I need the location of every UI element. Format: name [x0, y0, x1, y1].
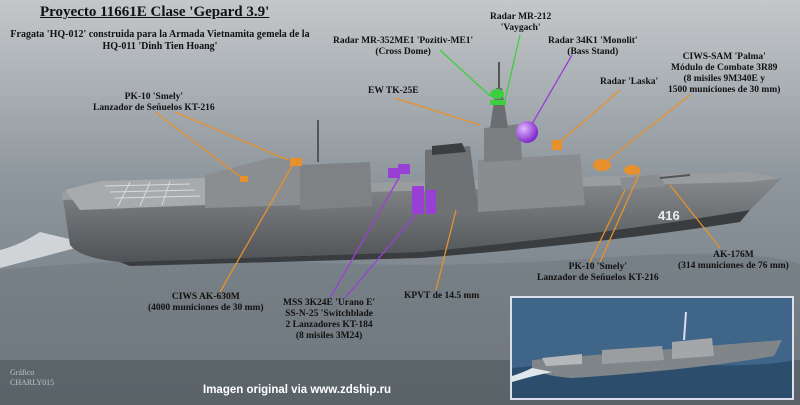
label-line: Radar 34K1 'Monolit' [548, 36, 638, 46]
line-ak176 [669, 184, 721, 249]
uran-launchers [388, 164, 436, 214]
signature-line: Gráfico [10, 368, 35, 377]
line-kpvt [435, 209, 457, 291]
wake [0, 232, 90, 268]
line-pk10-front-a [154, 111, 243, 179]
pk10-front-launcher [624, 165, 640, 175]
ak630-mount [290, 158, 302, 166]
label-line: CIWS-SAM 'Palma' [682, 52, 766, 62]
pk10-aft-launcher [240, 176, 248, 182]
label-line: 2 Lanzadores KT-184 [285, 320, 373, 330]
image-credit: Imagen original via www.zdship.ru [203, 384, 392, 396]
line-pk10-front-b [174, 111, 289, 161]
line-34k1 [531, 54, 573, 125]
label-line: Radar MR-212 [490, 12, 552, 22]
line-mr212 [504, 34, 521, 101]
label-line: Radar MR-352ME1 'Pozitiv-ME1' [333, 36, 474, 46]
waterline [120, 210, 750, 266]
inset-superstructure [602, 346, 664, 364]
ak176-barrel [659, 174, 691, 179]
mr212-antenna [490, 100, 506, 105]
subtitle: Fragata 'HQ-012' construida para la Arma… [10, 29, 310, 53]
label-line: Lanzador de Señuelos KT-216 [537, 273, 659, 283]
label-ciws-ak630: CIWS AK-630M (4000 municiones de 30 mm) [148, 292, 264, 314]
bridge [484, 124, 522, 162]
inset-bridge [672, 338, 714, 359]
hangar [205, 158, 300, 208]
helideck [65, 178, 205, 210]
34k1-radar-dome [516, 121, 538, 143]
subtitle-line: HQ-011 'Dinh Tien Hoang' [102, 41, 218, 52]
helideck-markings [104, 180, 201, 207]
label-line: AK-176M [713, 250, 754, 260]
label-line: (Bass Stand) [567, 47, 619, 57]
label-line: PK-10 'Smely' [124, 92, 183, 102]
label-radar-mr352: Radar MR-352ME1 'Pozitiv-ME1' (Cross Dom… [333, 36, 473, 58]
line-palma [607, 94, 691, 161]
label-line: KPVT de 14.5 mm [404, 291, 480, 301]
mr352-dome [490, 89, 504, 99]
label-ew: EW TK-25E [368, 86, 419, 97]
inset-wake [512, 368, 552, 382]
label-pk10-rear: PK-10 'Smely' Lanzador de Señuelos KT-21… [537, 262, 659, 284]
callout-lines [154, 34, 721, 299]
palma-module [593, 159, 611, 171]
author-signature: Gráfico CHARLY015 [10, 368, 54, 388]
page-title: Proyecto 11661E Clase 'Gepard 3.9' [40, 4, 270, 20]
label-line: PK-10 'Smely' [568, 262, 627, 272]
label-kpvt: KPVT de 14.5 mm [404, 291, 479, 302]
inset-photo [510, 296, 794, 400]
label-line: (8 misiles 3M24) [295, 331, 363, 341]
label-line: Radar 'Laska' [600, 77, 659, 87]
label-ak176: AK-176M (314 municiones de 76 mm) [678, 250, 789, 272]
label-line: SS-N-25 'Switchblade [285, 309, 373, 319]
inset-ship-drawing [512, 298, 792, 398]
label-line: (8 misiles 9M340E y [683, 74, 765, 84]
line-mr352 [439, 49, 491, 97]
funnel [425, 146, 478, 214]
line-mss-b [344, 211, 419, 299]
laska-radar [552, 140, 562, 150]
label-line: (314 municiones de 76 mm) [678, 261, 789, 271]
label-line: Lanzador de Señuelos KT-216 [93, 103, 215, 113]
aft-superstructure [300, 162, 372, 210]
inset-helideck [542, 354, 582, 366]
label-mss: MSS 3K24E 'Urano E' SS-N-25 'Switchblade… [283, 298, 375, 342]
label-line: (4000 municiones de 30 mm) [148, 303, 264, 313]
label-pk10-front: PK-10 'Smely' Lanzador de Señuelos KT-21… [93, 92, 215, 114]
label-radar-mr212: Radar MR-212 'Vaygach' [490, 12, 551, 34]
line-laska [559, 89, 621, 143]
line-mss-a [329, 175, 401, 299]
line-pk10-rear-a [589, 189, 626, 263]
line-pk10-rear-b [599, 171, 641, 263]
label-line: MSS 3K24E 'Urano E' [283, 298, 376, 308]
label-line: EW TK-25E [368, 86, 419, 96]
line-ak630 [219, 165, 293, 293]
funnel-top [432, 143, 466, 155]
subtitle-line: Fragata 'HQ-012' construida para la Arma… [10, 29, 310, 40]
label-line: CIWS AK-630M [171, 292, 240, 302]
label-line: 1500 municiones de 30 mm) [668, 85, 781, 95]
forward-superstructure [478, 154, 585, 212]
ak176-turret [620, 174, 665, 190]
label-ciws-sam: CIWS-SAM 'Palma' Módulo de Combate 3R89 … [668, 52, 780, 96]
label-radar-34k1: Radar 34K1 'Monolit' (Bass Stand) [548, 36, 638, 58]
label-line: Módulo de Combate 3R89 [671, 63, 778, 73]
label-line: 'Vaygach' [500, 23, 541, 33]
line-ew [394, 97, 481, 126]
label-line: (Cross Dome) [375, 47, 431, 57]
hull-number: 416 [658, 208, 680, 223]
label-radar-laska: Radar 'Laska' [600, 77, 658, 88]
signature-line: CHARLY015 [10, 378, 55, 387]
inset-mast [683, 311, 687, 341]
